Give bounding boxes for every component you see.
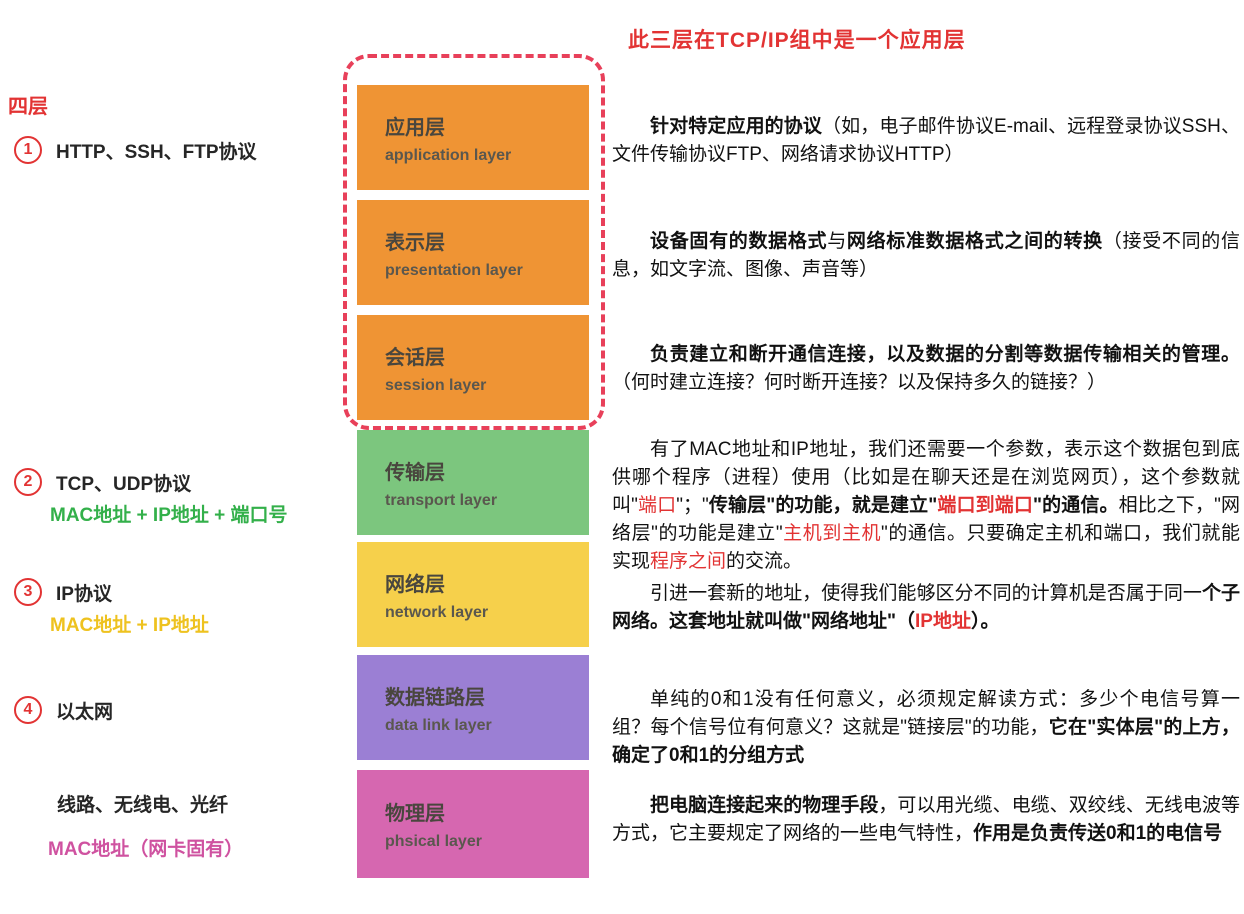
layer-name: 物理层 bbox=[385, 803, 445, 825]
desc-presentation: 设备固有的数据格式与网络标准数据格式之间的转换（接受不同的信息，如文字流、图像、… bbox=[612, 231, 1240, 280]
layer-name: 数据链路层 bbox=[385, 686, 485, 709]
left-row-physical-media: 线路、无线电、光纤 bbox=[57, 790, 228, 817]
circled-number-2-icon: 2 bbox=[14, 468, 42, 496]
left-row-label: 线路、无线电、光纤 bbox=[57, 795, 229, 816]
left-row-transport-protocols: 2 TCP、UDP协议 bbox=[14, 468, 191, 496]
layer-name-en: data link layer bbox=[385, 716, 492, 734]
layer-name-en: transport layer bbox=[385, 491, 498, 509]
left-row-ethernet: 4 以太网 bbox=[14, 696, 113, 724]
transport-address-note: MAC地址 + IP地址 + 端口号 bbox=[50, 505, 288, 526]
left-row-label: IP协议 bbox=[56, 583, 112, 605]
layer-name-en: application layer bbox=[385, 146, 512, 164]
network-address-note: MAC地址 + IP地址 bbox=[50, 615, 209, 636]
layer-box-transport: 传输层 transport layer bbox=[357, 430, 589, 535]
layer-box-physical: 物理层 phsical layer bbox=[357, 770, 589, 878]
tcp-group-annotation: 此三层在TCP/IP组中是一个应用层 bbox=[628, 29, 966, 52]
layer-name: 传输层 bbox=[385, 461, 445, 484]
left-row-ip-protocol: 3 IP协议 bbox=[14, 578, 112, 606]
desc-datalink: 单纯的0和1没有任何意义，必须规定解读方式：多少个电信号算一组？每个信号位有何意… bbox=[612, 689, 1240, 766]
circled-number-4-icon: 4 bbox=[14, 696, 42, 724]
layer-box-datalink: 数据链路层 data link layer bbox=[357, 655, 589, 760]
desc-application: 针对特定应用的协议（如，电子邮件协议E-mail、远程登录协议SSH、文件传输协… bbox=[612, 116, 1240, 165]
left-row-label: HTTP、SSH、FTP协议 bbox=[56, 141, 257, 163]
desc-transport: 有了MAC地址和IP地址，我们还需要一个参数，表示这个数据包到底供哪个程序（进程… bbox=[612, 439, 1240, 572]
desc-network: 引进一套新的地址，使得我们能够区分不同的计算机是否属于同一个子网络。这套地址就叫… bbox=[612, 583, 1240, 632]
tcp-application-group-outline bbox=[343, 54, 605, 430]
circled-number-1-icon: 1 bbox=[14, 136, 42, 164]
left-row-label: 以太网 bbox=[56, 701, 114, 723]
layer-name-en: session layer bbox=[385, 376, 487, 394]
mac-address-note: MAC地址（网卡固有） bbox=[48, 839, 244, 860]
desc-session: 负责建立和断开通信连接，以及数据的分割等数据传输相关的管理。（何时建立连接？何时… bbox=[612, 344, 1240, 393]
layer-box-session: 会话层 session layer bbox=[357, 315, 589, 420]
four-layers-title: 四层 bbox=[8, 96, 48, 118]
layer-name-en: network layer bbox=[385, 603, 489, 621]
left-row-application-protocols: 1 HTTP、SSH、FTP协议 bbox=[14, 136, 257, 164]
circled-number-3-icon: 3 bbox=[14, 578, 42, 606]
layer-name: 网络层 bbox=[385, 573, 445, 596]
layer-name: 表示层 bbox=[385, 231, 445, 254]
layer-name: 应用层 bbox=[385, 116, 445, 139]
layer-box-network: 网络层 network layer bbox=[357, 542, 589, 647]
desc-physical: 把电脑连接起来的物理手段，可以用光缆、电缆、双绞线、无线电波等方式，它主要规定了… bbox=[612, 795, 1240, 844]
layer-name: 会话层 bbox=[385, 346, 445, 369]
layer-name-en: presentation layer bbox=[385, 261, 523, 279]
layer-box-application: 应用层 application layer bbox=[357, 85, 589, 190]
layer-box-presentation: 表示层 presentation layer bbox=[357, 200, 589, 305]
layer-name-en: phsical layer bbox=[385, 833, 482, 850]
left-row-label: TCP、UDP协议 bbox=[56, 473, 192, 495]
